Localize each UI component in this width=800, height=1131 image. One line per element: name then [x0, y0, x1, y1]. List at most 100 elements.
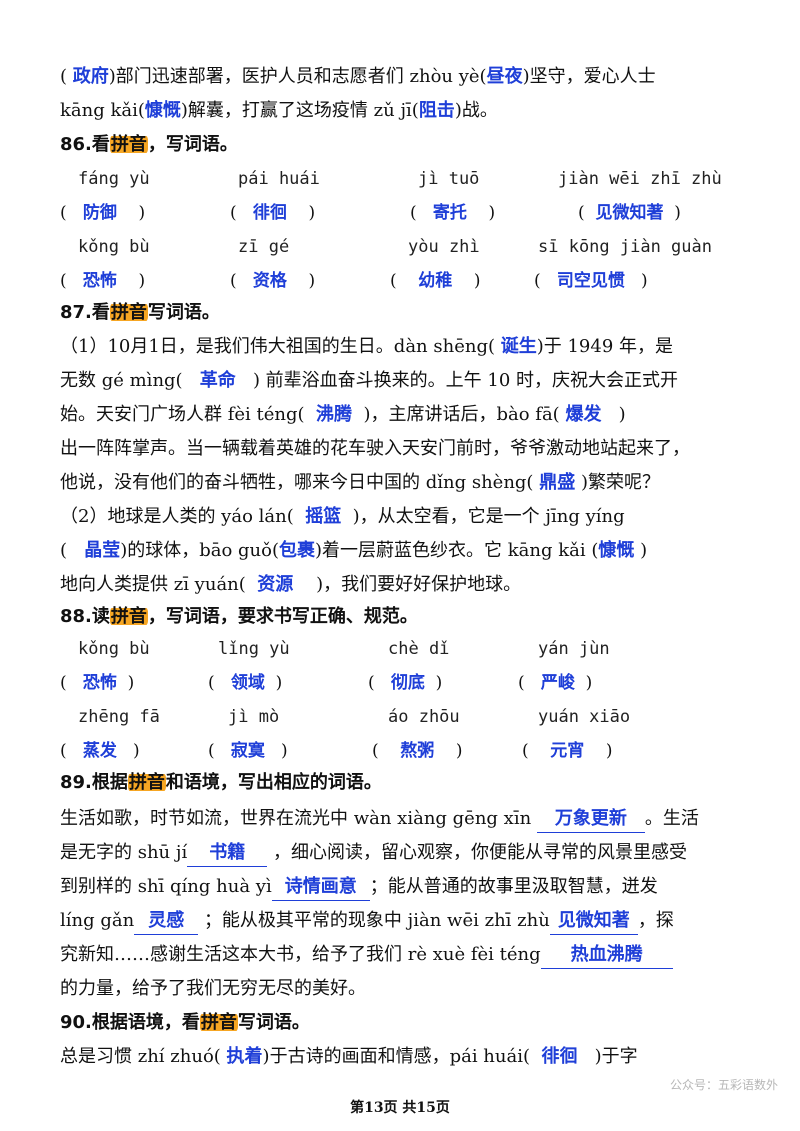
text: ) 前辈浴血奋斗换来的。上午 10 时，庆祝大会正式开 — [252, 370, 679, 391]
q-num: 87.看 — [60, 302, 110, 323]
text: )，从太空看，它是一个 jīng yíng — [352, 506, 625, 527]
q89-line-1: 生活如歌，时节如流，世界在流光中 wàn xiàng gēng xīn 万象更新… — [60, 802, 760, 836]
answer: 政府 — [72, 66, 109, 87]
question-88-heading: 88.读拼音，写词语，要求书写正确、规范。 — [60, 600, 760, 634]
q-text: 写词语。 — [237, 1012, 310, 1033]
answer: 爆发 — [565, 404, 602, 425]
answer-box: ( 严峻 ) — [518, 673, 593, 693]
q-num: 89.根据 — [60, 772, 128, 793]
answer-blank: 热血沸腾 — [540, 942, 673, 969]
q87-line-5: 他说，没有他们的奋斗牺牲，哪来今日中国的 dǐng shèng( 鼎盛 )繁荣呢… — [60, 466, 760, 500]
answer: 慷慨 — [598, 540, 635, 561]
pinyin: kǒng bù — [78, 639, 150, 659]
text: )的球体，bāo guǒ( — [120, 540, 280, 561]
pinyin: fáng yù — [78, 169, 150, 189]
answer: 诞生 — [500, 336, 537, 357]
text: kāng kǎi( — [60, 100, 145, 121]
answer: 执着 — [226, 1046, 263, 1067]
answer-box: ( 彻底 ) — [368, 673, 443, 693]
intro-line-1: ( 政府)部门迅速部署，医护人员和志愿者们 zhòu yè(昼夜)坚守，爱心人士 — [60, 60, 760, 94]
question-87-heading: 87.看拼音写词语。 — [60, 296, 760, 330]
text: )于古诗的画面和情感，pái huái( — [262, 1046, 530, 1067]
answer: 防御 — [82, 203, 117, 223]
text: )坚守，爱心人士 — [522, 66, 656, 87]
question-89-heading: 89.根据拼音和语境，写出相应的词语。 — [60, 766, 760, 800]
answer-box: ( 蒸发 ) — [60, 741, 140, 761]
text: 。生活 — [644, 808, 699, 829]
q-text: 和语境，写出相应的词语。 — [165, 772, 382, 793]
question-90-heading: 90.根据语境，看拼音写词语。 — [60, 1006, 760, 1040]
text: 他说，没有他们的奋斗牺牲，哪来今日中国的 dǐng shèng( — [60, 472, 534, 493]
pinyin: yuán xiāo — [538, 707, 631, 727]
text: ；能从极其平常的现象中 jiàn wēi zhī zhù — [203, 910, 550, 931]
pinyin: chè dǐ — [388, 639, 450, 659]
answer: 资格 — [252, 271, 287, 291]
answer: 资源 — [257, 574, 294, 595]
text: ) — [618, 404, 626, 425]
answer: 革命 — [199, 370, 236, 391]
answer-box: ( 资格 ) — [230, 271, 316, 291]
text: ；能从普通的故事里汲取智慧，迸发 — [369, 876, 658, 897]
pinyin: jì mò — [228, 707, 280, 727]
text: 生活如歌，时节如流，世界在流光中 wàn xiàng gēng xīn — [60, 808, 532, 829]
text: 地向人类提供 zī yuán( — [60, 574, 246, 595]
answer-box: ( 徘徊 ) — [230, 203, 316, 223]
pinyin: kǒng bù — [78, 237, 150, 257]
pinyin: zī gé — [238, 237, 290, 257]
answer-box: ( 恐怖 ) — [60, 271, 146, 291]
q-num: 86.看 — [60, 134, 110, 155]
text: 到别样的 shī qíng huà yì — [60, 876, 272, 897]
answer-box: ( 幼稚 ) — [390, 271, 481, 291]
text: ( — [60, 540, 68, 561]
answer: 晶莹 — [84, 540, 121, 561]
text: 总是习惯 zhí zhuó( — [60, 1046, 221, 1067]
text: （1）10月1日，是我们伟大祖国的生日。dàn shēng( — [60, 336, 495, 357]
answer: 蒸发 — [82, 741, 117, 761]
q-text: ，写词语，要求书写正确、规范。 — [147, 606, 418, 627]
answer: 昼夜 — [486, 66, 523, 87]
answer: 恐怖 — [82, 271, 117, 291]
text: )战。 — [454, 100, 498, 121]
highlight: 拼音 — [109, 606, 148, 627]
text: )解囊，打赢了这场疫情 zǔ jī( — [180, 100, 419, 121]
q89-line-6: 的力量，给予了我们无穷无尽的美好。 — [60, 978, 366, 999]
answer: 熬粥 — [400, 741, 435, 761]
answer-blank: 灵感 — [134, 908, 199, 935]
q-num: 88.读 — [60, 606, 110, 627]
text: ) — [640, 540, 648, 561]
q87-line-7: ( 晶莹)的球体，bāo guǒ(包裹)着一层蔚蓝色纱衣。它 kāng kǎi … — [60, 534, 760, 568]
answer-blank: 诗情画意 — [271, 874, 370, 901]
answer: 包裹 — [279, 540, 316, 561]
text: líng gǎn — [60, 910, 135, 931]
answer: 徘徊 — [541, 1046, 578, 1067]
text: （2）地球是人类的 yáo lán( — [60, 506, 294, 527]
answer: 见微知著 — [595, 203, 664, 223]
pinyin: lǐng yù — [218, 639, 290, 659]
pinyin: yòu zhì — [408, 237, 480, 257]
text: 无数 gé mìng( — [60, 370, 183, 391]
answer: 徘徊 — [252, 203, 287, 223]
text: )着一层蔚蓝色纱衣。它 kāng kǎi ( — [315, 540, 599, 561]
answer: 严峻 — [540, 673, 575, 693]
answer-box: ( 寄托 ) — [410, 203, 496, 223]
pinyin: sī kōng jiàn guàn — [538, 237, 712, 257]
answer-box: ( 领域 ) — [208, 673, 283, 693]
pinyin: áo zhōu — [388, 707, 460, 727]
highlight: 拼音 — [109, 302, 148, 323]
question-86-heading: 86.看拼音，写词语。 — [60, 128, 760, 162]
q-text: 写词语。 — [147, 302, 220, 323]
answer: 沸腾 — [316, 404, 352, 425]
text: ，探 — [637, 910, 674, 931]
watermark: 公众号：五彩语数外 — [669, 1078, 778, 1092]
answer-box: ( 见微知著 ) — [578, 203, 681, 223]
q87-line-3: 始。天安门广场人群 fèi téng( 沸腾 )，主席讲话后，bào fā( 爆… — [60, 398, 760, 432]
answer: 司空见惯 — [556, 271, 625, 291]
answer-box: ( 恐怖 ) — [60, 673, 135, 693]
q-text: ，写词语。 — [147, 134, 238, 155]
q-num: 90.根据语境，看 — [60, 1012, 200, 1033]
answer: 恐怖 — [82, 673, 117, 693]
